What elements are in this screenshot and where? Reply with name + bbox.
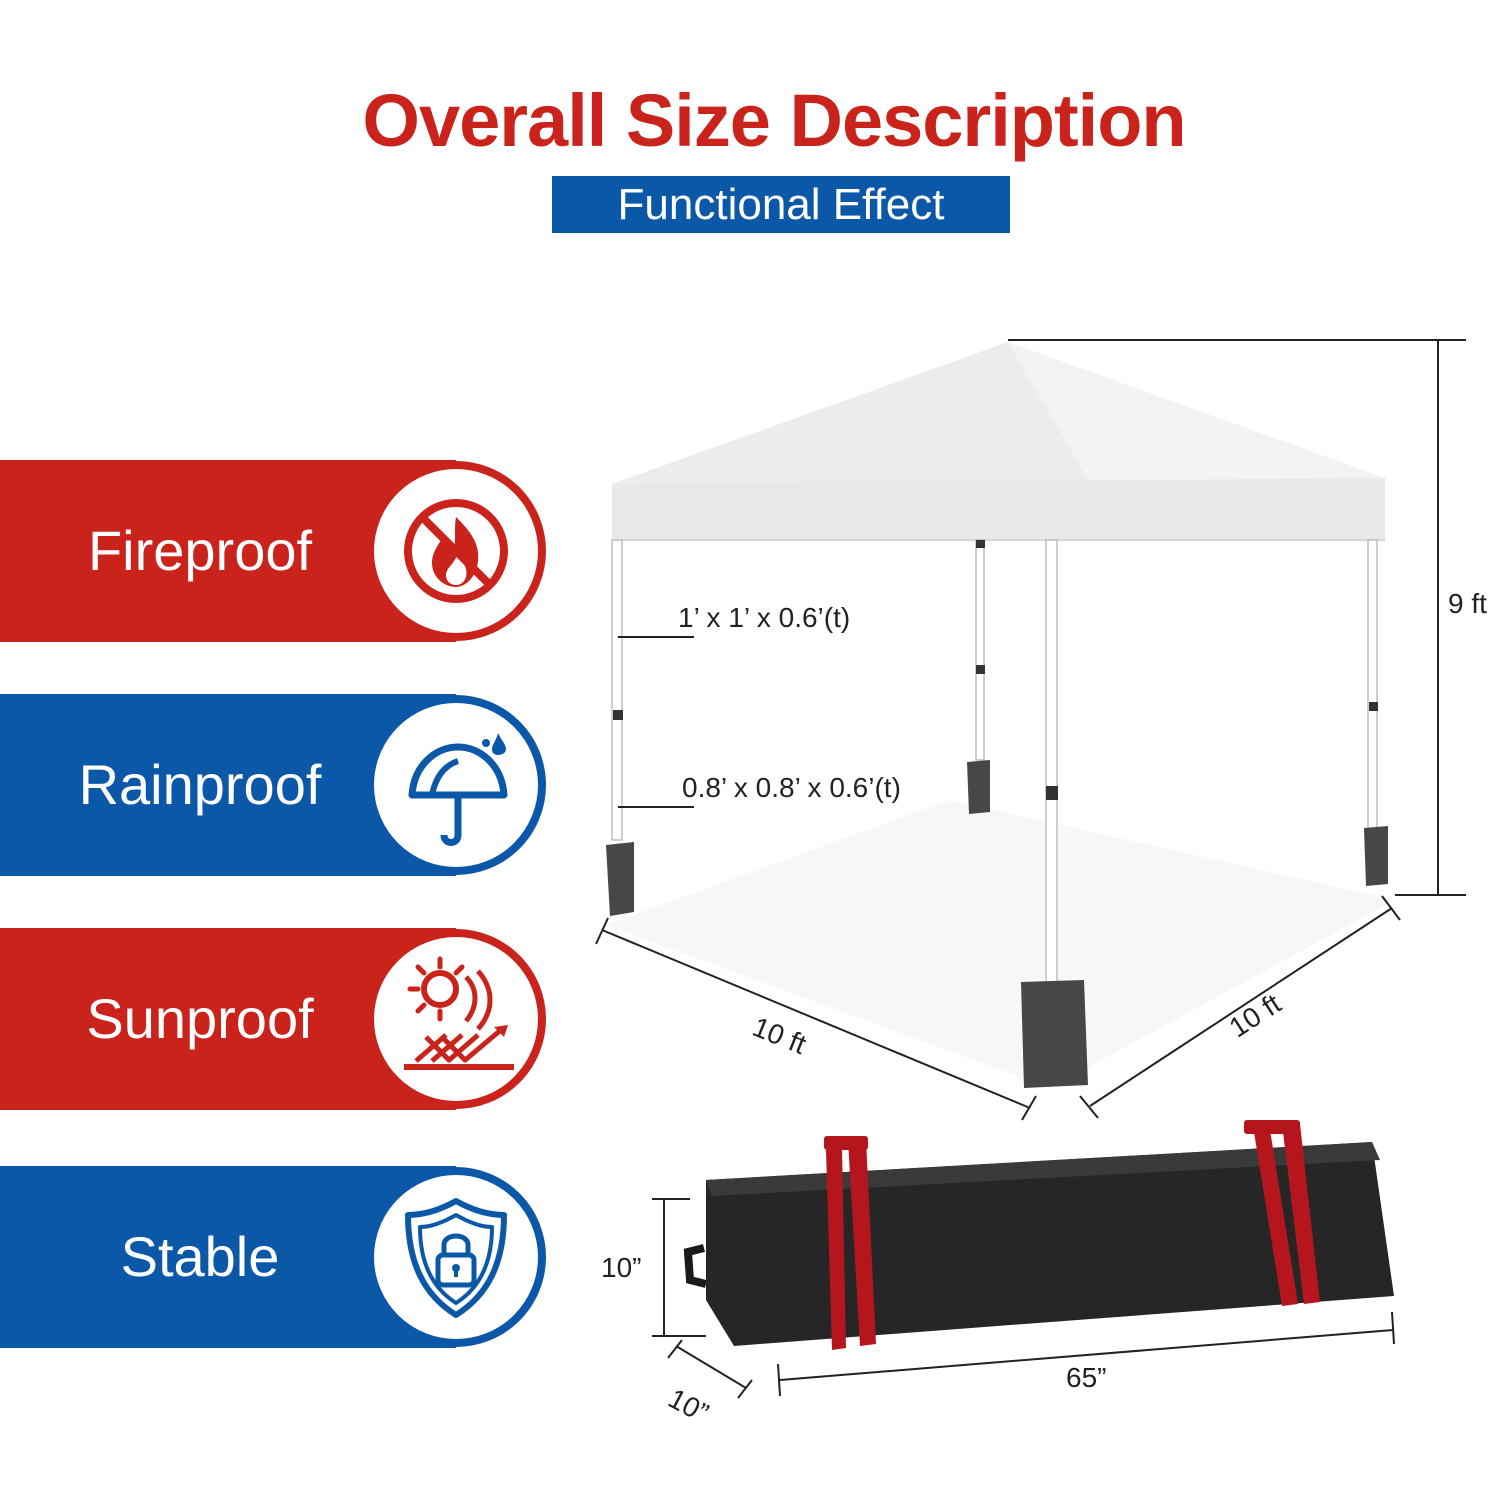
- leg-clips: [613, 540, 1378, 800]
- sun-uv-icon: [404, 956, 514, 1070]
- canopy-valance: [612, 478, 1385, 540]
- feature-stable: Stable: [0, 1166, 546, 1348]
- feature-label: Sunproof: [86, 987, 314, 1050]
- feature-circle: [366, 695, 546, 875]
- umbrella-icon: [408, 733, 508, 846]
- base-measures: [595, 895, 1401, 1121]
- feature-rainproof: Rainproof: [0, 694, 546, 876]
- bag-height-label: 10”: [601, 1252, 642, 1283]
- sandbag-small-label: 0.8’ x 0.8’ x 0.6’(t): [682, 772, 901, 803]
- height-measure: [1008, 339, 1466, 896]
- bag-measures: [652, 1198, 1395, 1399]
- canopy-floor: [606, 800, 1395, 1088]
- page-title: Overall Size Description: [362, 79, 1186, 162]
- height-label: 9 ft: [1448, 588, 1487, 619]
- page-subtitle: Functional Effect: [552, 176, 1010, 233]
- feature-label: Rainproof: [78, 753, 322, 816]
- shield-lock-icon: [405, 1198, 507, 1318]
- sandbags: [606, 760, 1388, 1088]
- feature-circle: [366, 1167, 546, 1347]
- bag-length-label: 65”: [1066, 1362, 1107, 1393]
- carry-bag: [683, 1120, 1394, 1350]
- no-fire-icon: [404, 499, 508, 603]
- feature-circle: [366, 929, 546, 1109]
- bag-straps: [824, 1120, 1320, 1350]
- sandbag-large-label: 1’ x 1’ x 0.6’(t): [678, 602, 851, 633]
- feature-fireproof: Fireproof: [0, 460, 546, 642]
- feature-circle: [366, 461, 546, 641]
- feature-label: Fireproof: [87, 519, 313, 582]
- sandbag-leaders: [618, 636, 694, 808]
- feature-label: Stable: [120, 1225, 280, 1288]
- feature-sunproof: Sunproof: [0, 928, 546, 1110]
